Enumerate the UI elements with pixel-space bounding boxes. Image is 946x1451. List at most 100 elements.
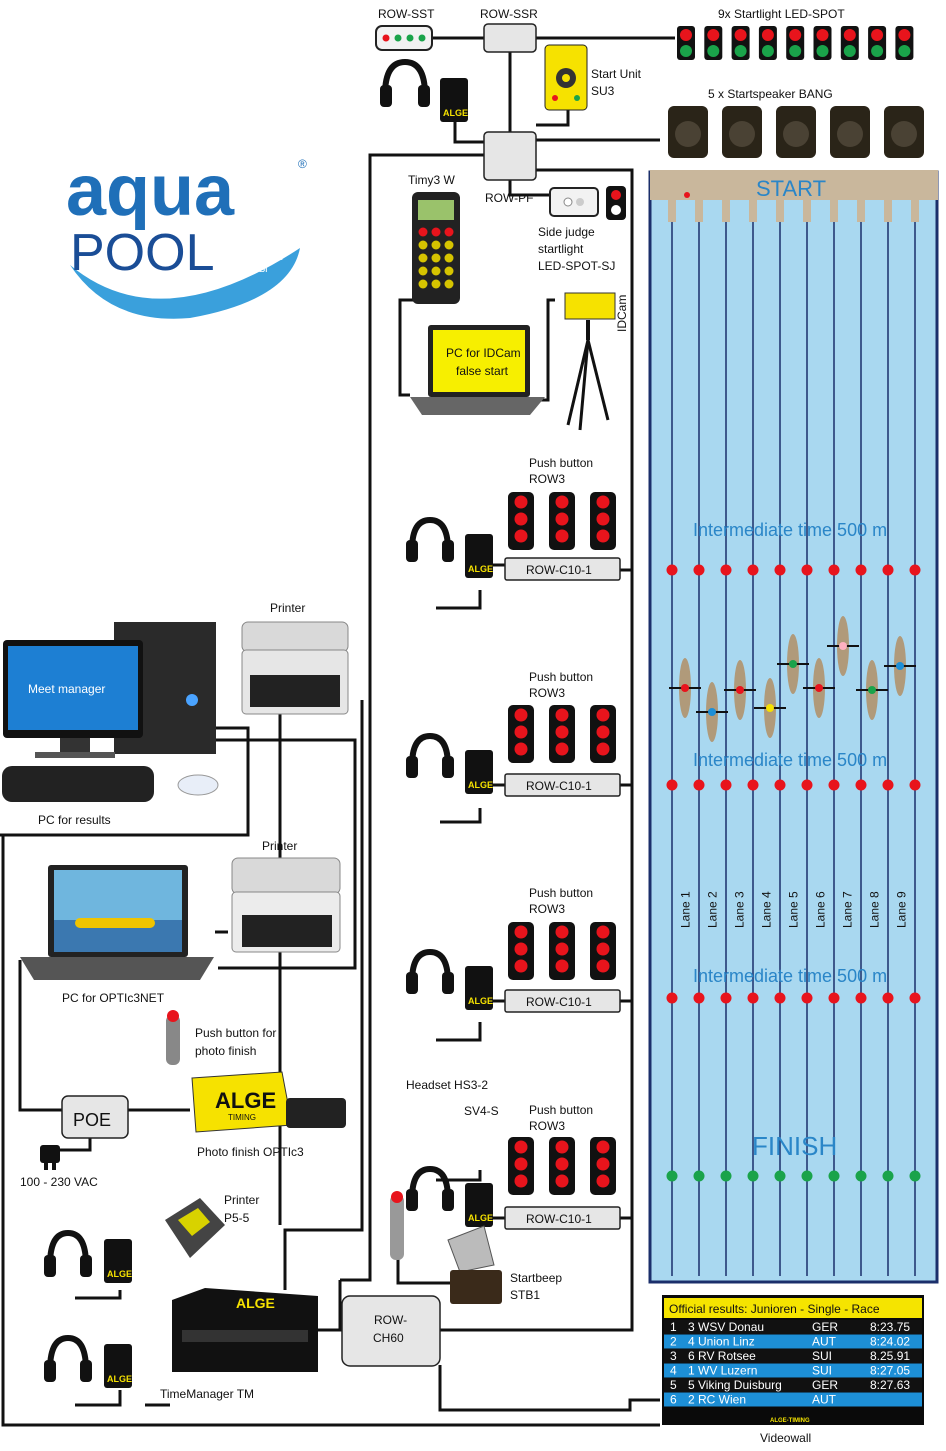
- side-judge-label-3: LED-SPOT-SJ: [538, 259, 615, 273]
- pc-idcam-label-2: false start: [456, 364, 509, 378]
- row-ssr-label: ROW-SSR: [480, 7, 538, 21]
- svg-text:SUI: SUI: [812, 1364, 832, 1378]
- rowing-boat: [669, 658, 701, 718]
- timing-checkpoint: [666, 1170, 678, 1182]
- headset: [406, 1165, 454, 1211]
- startspeaker-group: [668, 106, 924, 158]
- startspeaker: [776, 106, 816, 158]
- timing-checkpoint: [801, 564, 813, 576]
- timing-checkpoint: [909, 564, 921, 576]
- timy3-device: [412, 192, 460, 304]
- sv4-device: ALGE: [465, 966, 493, 1010]
- lane-label: Lane 9: [895, 891, 909, 928]
- push-button: [549, 1137, 575, 1195]
- timing-checkpoint: [882, 779, 894, 791]
- startlight-group: [677, 26, 914, 60]
- rowing-boat: [803, 658, 835, 718]
- row3-label: ROW3: [529, 1119, 565, 1133]
- sv4-label: SV4-S: [464, 1104, 499, 1118]
- svg-text:4 Union Linz: 4 Union Linz: [688, 1335, 755, 1349]
- svg-text:8.25.91: 8.25.91: [870, 1349, 910, 1363]
- startlight-label: 9x Startlight LED-SPOT: [718, 7, 845, 21]
- intermediate-label-3: Intermediate time 500 m: [693, 966, 887, 986]
- results-footer: ALGE-TIMING: [770, 1418, 810, 1424]
- svg-text:3 WSV Donau: 3 WSV Donau: [688, 1320, 764, 1334]
- push-button-label: Push button: [529, 886, 593, 900]
- startlight-spot: [704, 26, 723, 60]
- push-button: [549, 922, 575, 980]
- start-unit-model: SU3: [591, 84, 615, 98]
- side-judge-label-1: Side judge: [538, 225, 595, 239]
- sv4-device: ALGE: [465, 534, 493, 578]
- printer-2: [231, 857, 341, 953]
- push-button: [549, 492, 575, 550]
- rowing-boat: [724, 660, 756, 720]
- timing-checkpoint: [801, 992, 813, 1004]
- svg-text:ALGE: ALGE: [468, 564, 493, 574]
- startlight-spot: [758, 26, 777, 60]
- row-c10-label: ROW-C10-1: [526, 563, 592, 577]
- lane-label: Lane 4: [760, 891, 774, 928]
- photo-finish-camera: ALGE TIMING: [191, 1071, 346, 1133]
- svg-text:ALGE: ALGE: [215, 1088, 276, 1113]
- rowing-boat: [696, 682, 728, 742]
- push-button: [508, 922, 534, 980]
- side-judge-startlight: [549, 186, 626, 220]
- svg-text:GER: GER: [812, 1378, 838, 1392]
- timing-checkpoint: [882, 992, 894, 1004]
- timing-checkpoint: [909, 779, 921, 791]
- svg-text:ALGE: ALGE: [236, 1295, 275, 1311]
- lane-label: Lane 3: [733, 891, 747, 928]
- timemanager-device: ALGE: [172, 1288, 318, 1372]
- svg-text:1: 1: [670, 1320, 677, 1334]
- push-button: [590, 1137, 616, 1195]
- push-button-label: Push button: [529, 670, 593, 684]
- push-button: [508, 1137, 534, 1195]
- row-ssr-box: [483, 23, 537, 53]
- timing-checkpoint: [693, 564, 705, 576]
- start-unit-label: Start Unit: [591, 67, 642, 81]
- svg-text:GER: GER: [812, 1320, 838, 1334]
- svg-text:3: 3: [670, 1349, 677, 1363]
- svg-text:8:23.75: 8:23.75: [870, 1320, 910, 1334]
- start-unit-su3: [544, 44, 588, 111]
- timing-checkpoint: [666, 564, 678, 576]
- timy-label: Timy3 W: [408, 173, 456, 187]
- results-title-bar: [664, 1298, 922, 1318]
- idcam-tripod: [564, 292, 616, 431]
- aqua-pool-logo: aqua ® POOL БАССЕЙНЫ ФОНТАНЫ САУНЫ: [66, 151, 307, 319]
- videowall-label: Videowall: [760, 1431, 811, 1445]
- timing-checkpoint: [693, 1170, 705, 1182]
- intermediate-label-1: Intermediate time 500 m: [693, 520, 887, 540]
- startlight-spot: [731, 26, 750, 60]
- push-button: [549, 705, 575, 763]
- svg-text:8:27.05: 8:27.05: [870, 1364, 910, 1378]
- row-sst-label: ROW-SST: [378, 7, 435, 21]
- timing-checkpoint: [693, 779, 705, 791]
- printer-p55-label-1: Printer: [224, 1193, 259, 1207]
- pool-water: [648, 170, 939, 1284]
- logo-tagline-2: ФОНТАНЫ: [232, 252, 283, 263]
- timing-checkpoint: [828, 1170, 840, 1182]
- printer-p55: [165, 1198, 225, 1258]
- headset: [406, 732, 454, 778]
- printer-1: [241, 621, 349, 715]
- timing-checkpoint: [801, 779, 813, 791]
- meet-manager-pc: [2, 622, 219, 802]
- timing-checkpoint: [720, 1170, 732, 1182]
- logo-tagline-1: БАССЕЙНЫ: [232, 238, 289, 251]
- row-pf-box: [483, 131, 537, 181]
- svg-text:2: 2: [670, 1335, 677, 1349]
- videowall: Official results: Junioren - Single - Ra…: [662, 1295, 924, 1425]
- headset-label: Headset HS3-2: [406, 1078, 488, 1092]
- timing-checkpoint: [909, 992, 921, 1004]
- results-title: Official results: Junioren - Single - Ra…: [669, 1302, 880, 1316]
- start-pontoon: [650, 170, 938, 200]
- row-c10-label: ROW-C10-1: [526, 779, 592, 793]
